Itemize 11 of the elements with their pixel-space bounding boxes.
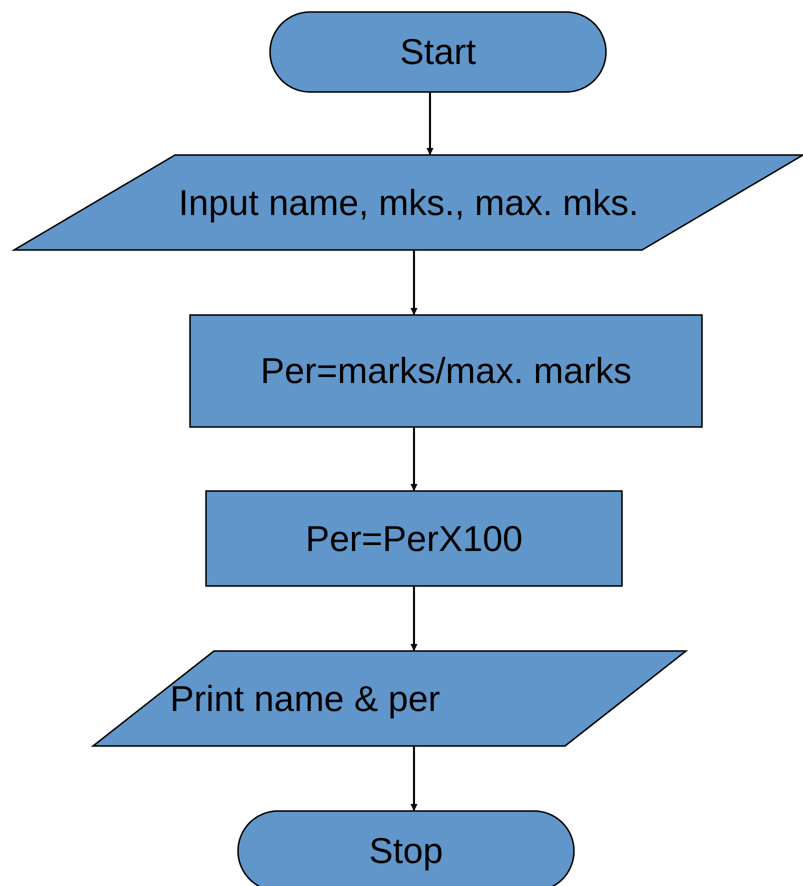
- arrow: [410, 586, 418, 651]
- arrow: [410, 250, 418, 315]
- node-text: Print name & per: [170, 680, 440, 716]
- node-text: Stop: [369, 833, 444, 869]
- arrow: [410, 746, 418, 811]
- node-text: Per=marks/max. marks: [260, 353, 632, 389]
- arrow: [410, 427, 418, 491]
- node-text: Start: [400, 34, 476, 70]
- node-text: Input name, mks., max. mks.: [178, 184, 639, 220]
- node-text: Per=PerX100: [306, 520, 523, 556]
- arrow: [426, 92, 434, 155]
